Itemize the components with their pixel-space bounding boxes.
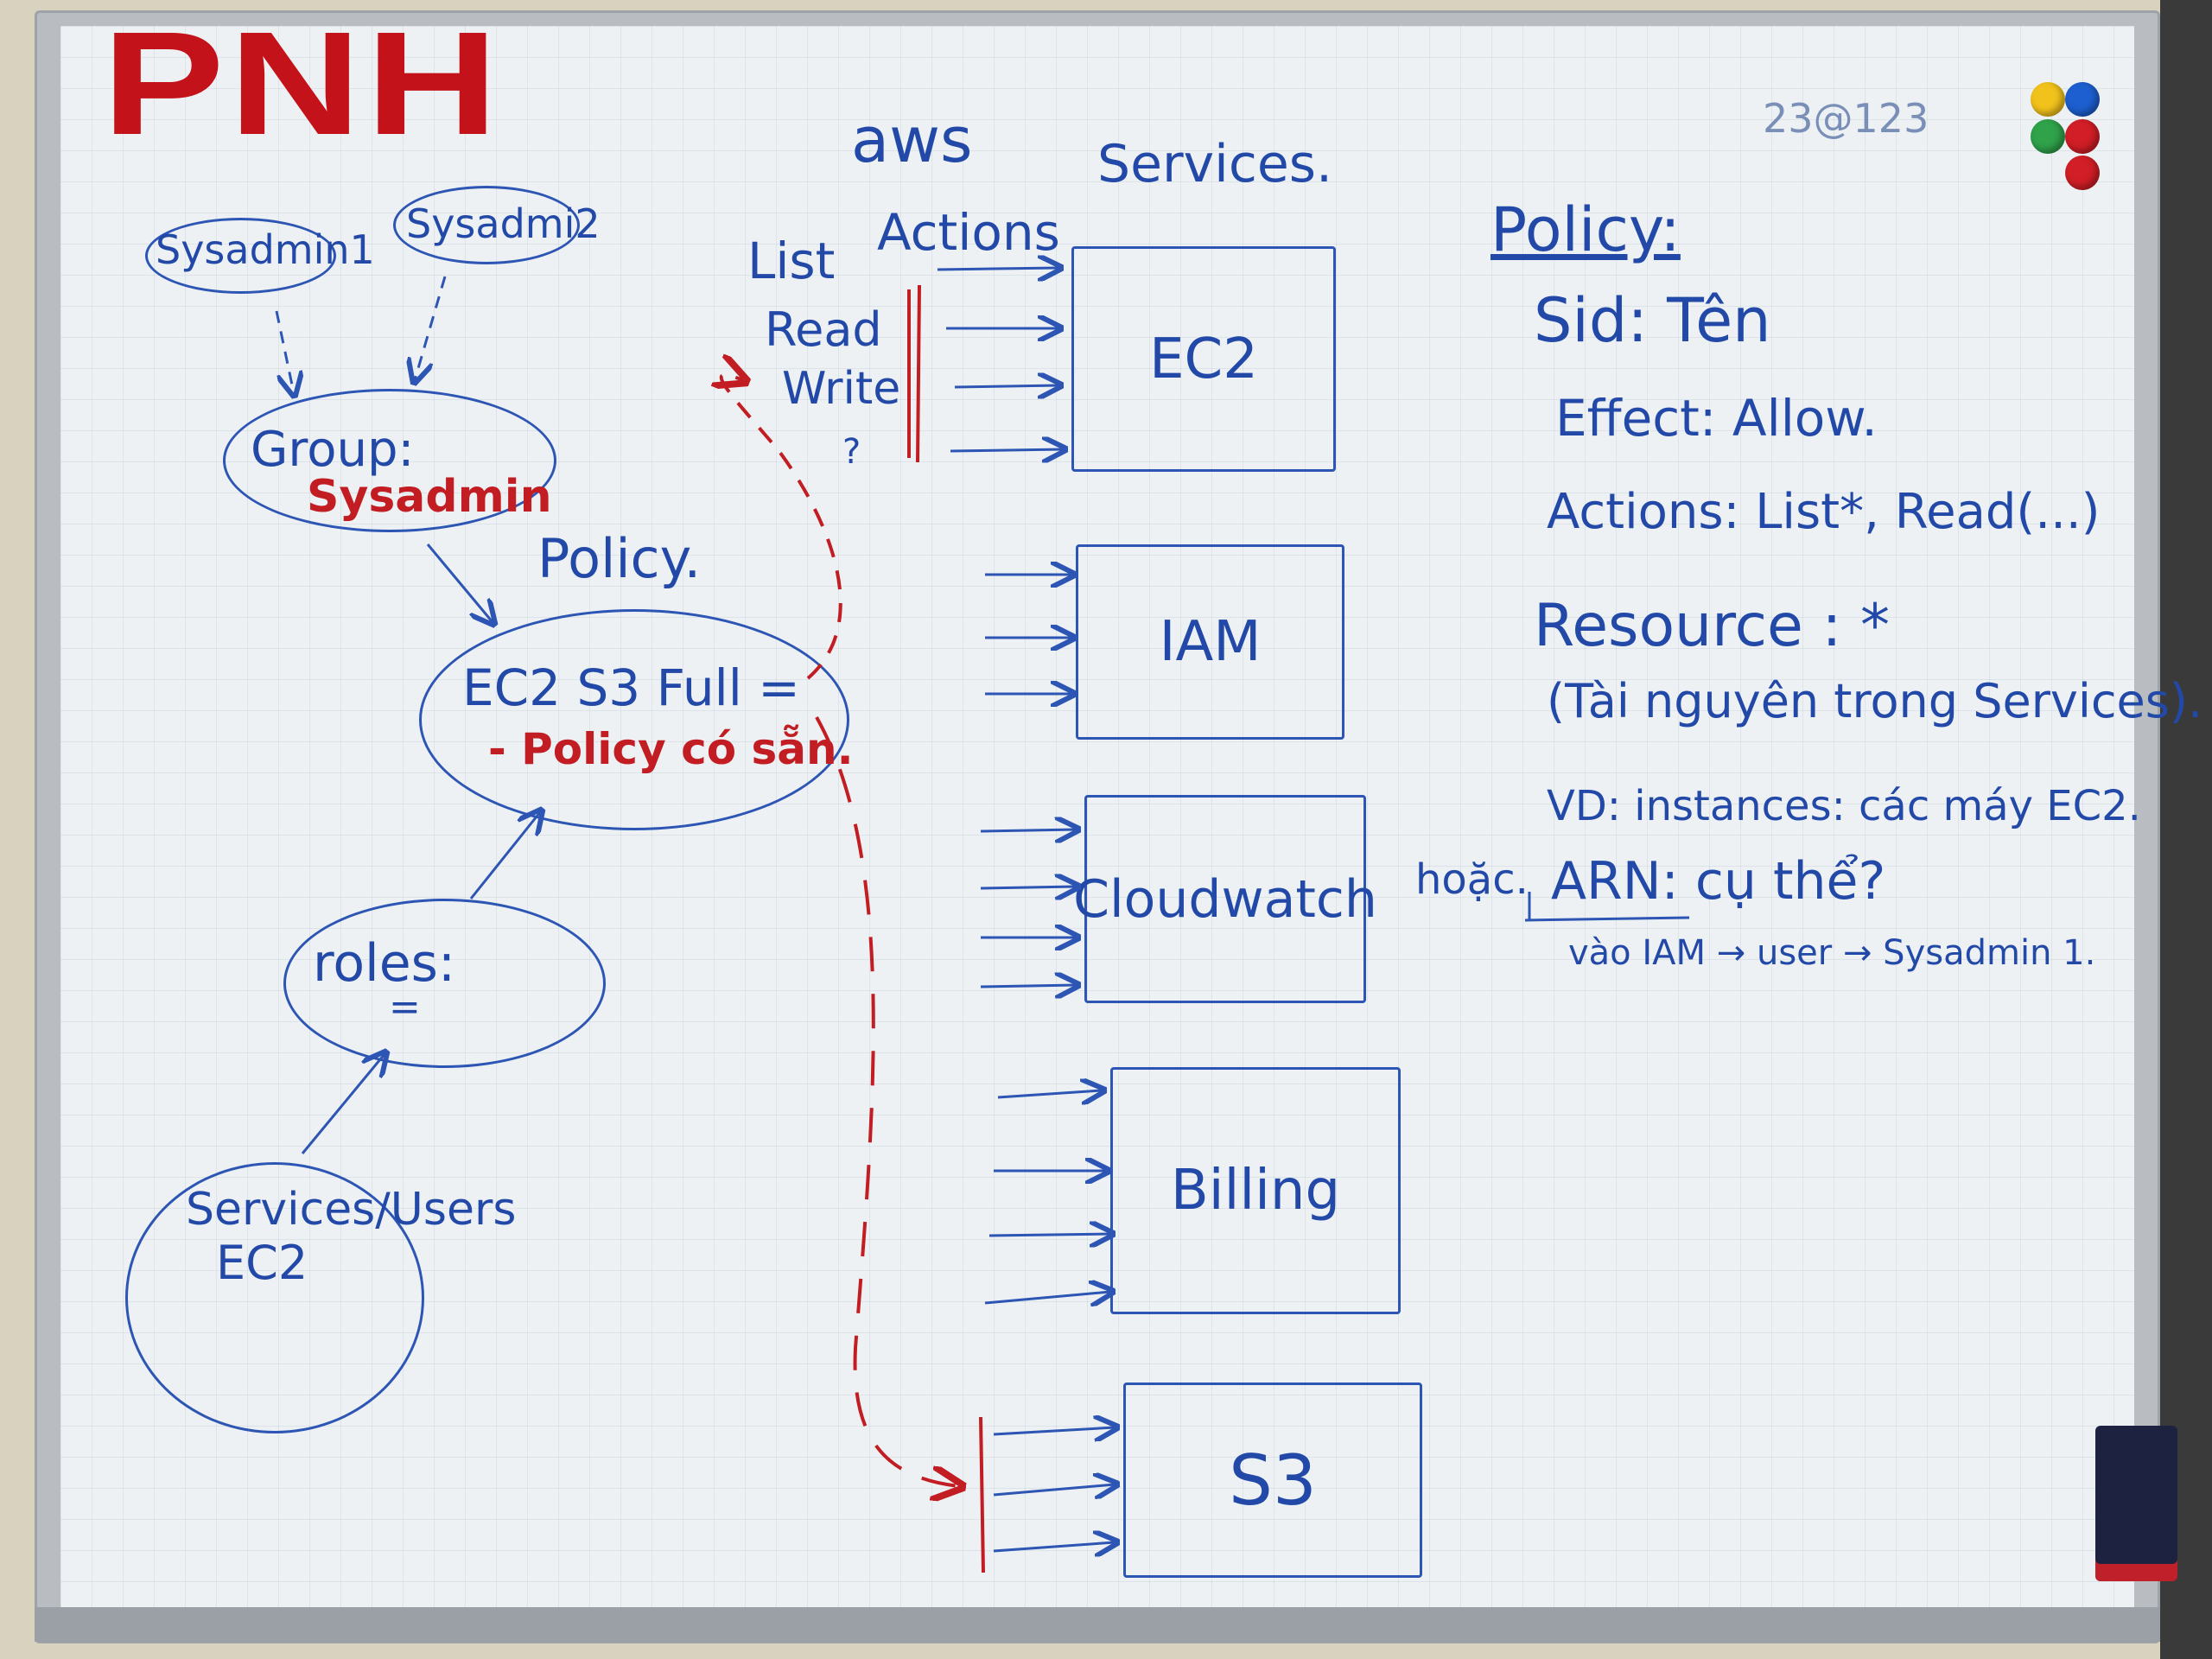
actions-title: Actions (877, 203, 1060, 262)
magnet-yellow (2031, 82, 2065, 117)
service-box-billing: Billing (1110, 1067, 1401, 1314)
service-cloudwatch-label: Cloudwatch (1073, 868, 1377, 930)
red-bar-actions-2 (916, 284, 921, 463)
wall-edge (2160, 0, 2212, 1659)
services-users-ellipse (125, 1162, 424, 1433)
service-billing-label: Billing (1170, 1159, 1341, 1223)
action-read: Read (765, 302, 882, 357)
arrow-ec2-4 (950, 449, 1063, 451)
service-box-iam: IAM (1076, 544, 1344, 740)
policy-example: VD: instances: các máy EC2. (1547, 782, 2141, 830)
red-arrow-policy-to-s3 (815, 716, 959, 1486)
policy-or: hoặc. (1415, 855, 1529, 904)
arrow-s3-2 (993, 1484, 1115, 1495)
arrow-sysadmin2-to-group (415, 276, 447, 380)
whiteboard (60, 26, 2134, 1620)
roles-ellipse (283, 899, 606, 1068)
group-name: Sysadmin (307, 471, 552, 523)
policy-note: - Policy có sẵn. (488, 724, 854, 774)
roles-eq: = (389, 985, 421, 1029)
policy-sid: Sid: Tên (1534, 285, 1771, 356)
sysadmin2-label: Sysadmi2 (406, 200, 601, 247)
aws-label: aws (851, 104, 973, 176)
action-unknown: ? (842, 432, 861, 472)
policy-resource: Resource : * (1534, 592, 1890, 660)
red-bar-s3 (979, 1416, 985, 1573)
arrow-s3-3 (993, 1542, 1115, 1551)
policy-name: EC2 S3 Full = (462, 658, 800, 717)
arrow-cloudwatch-2 (980, 887, 1076, 888)
arrow-billing-1 (997, 1090, 1102, 1097)
service-box-s3: S3 (1123, 1382, 1422, 1578)
sysadmin1-label: Sysadmin1 (156, 226, 375, 273)
board-eraser[interactable] (2095, 1426, 2177, 1581)
sysadmin2-ellipse (393, 186, 580, 264)
arrow-roles-to-policy (469, 812, 540, 899)
roles-label: roles: (313, 933, 456, 994)
pnh-logo: PNH (102, 2, 503, 166)
arrow-group-to-policy (426, 543, 493, 622)
policy-resource-note: (Tài nguyên trong Services). (1547, 674, 2203, 728)
arrow-cloudwatch-4 (980, 985, 1076, 987)
arrow-billing-3 (988, 1234, 1110, 1236)
policy-label-left: Policy. (537, 527, 702, 590)
policy-arn: ARN: cụ thể? (1551, 851, 1886, 912)
policy-path: vào IAM → user → Sysadmin 1. (1568, 933, 2096, 973)
sysadmin1-ellipse (145, 218, 336, 294)
service-box-cloudwatch: Cloudwatch (1073, 795, 1377, 1003)
policy-actions: Actions: List*, Read(...) (1547, 484, 2101, 540)
arrow-s3-1 (993, 1427, 1115, 1434)
policy-ellipse (419, 609, 849, 830)
arn-underline (1524, 916, 1690, 922)
arrow-ec2-1 (937, 268, 1058, 270)
services-ec2-label: EC2 (216, 1236, 308, 1290)
magnet-red-2 (2065, 156, 2100, 190)
service-ec2-label: EC2 (1149, 327, 1258, 391)
magnet-green (2031, 119, 2065, 154)
service-box-ec2: EC2 (1071, 246, 1336, 472)
group-label: Group: (251, 422, 415, 478)
services-title: Services. (1097, 134, 1333, 194)
arrow-ec2-3 (954, 385, 1058, 387)
arrow-services-to-roles (301, 1054, 385, 1154)
policy-title: Policy: (1491, 194, 1681, 265)
red-arrow-policy-to-actions (721, 375, 842, 680)
action-write: Write (782, 363, 901, 415)
policy-effect: Effect: Allow. (1555, 389, 1878, 448)
action-list: List (747, 232, 836, 290)
arrow-billing-4 (984, 1292, 1110, 1303)
arrow-cloudwatch-1 (980, 830, 1076, 831)
service-s3-label: S3 (1229, 1440, 1317, 1521)
magnet-red (2065, 119, 2100, 154)
services-users-label: Services/Users (186, 1184, 517, 1236)
group-ellipse (223, 389, 556, 532)
arrow-sysadmin1-to-group (275, 310, 294, 393)
magnet-blue (2065, 82, 2100, 117)
board-code: 23@123 (1763, 95, 1929, 142)
service-iam-label: IAM (1159, 610, 1262, 674)
marker-tray (35, 1607, 2169, 1642)
